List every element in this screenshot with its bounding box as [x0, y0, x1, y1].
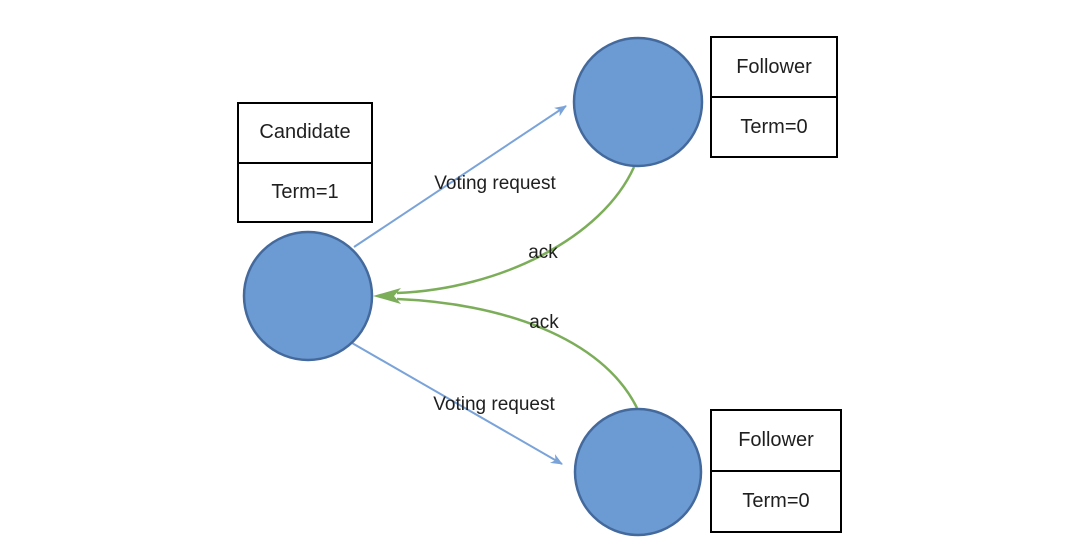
ack-label-bottom: ack — [529, 312, 559, 333]
candidate-node-circle — [242, 230, 374, 362]
voting-request-arrow-bottom — [351, 342, 563, 465]
follower-bottom-node-circle — [573, 407, 703, 537]
candidate-term-label: Term=1 — [239, 161, 371, 222]
follower-top-role-label: Follower — [736, 55, 812, 78]
ack-arrowhead-icon — [373, 288, 401, 304]
ack-label-top: ack — [528, 242, 558, 263]
follower-bottom-role-label: Follower — [738, 429, 814, 451]
follower-top-term-label: Term=0 — [712, 96, 836, 156]
voting-request-label-top: Voting request — [434, 173, 556, 194]
follower-bottom-term-label: Term=0 — [712, 470, 840, 531]
candidate-role-label: Candidate — [259, 121, 351, 144]
follower-bottom-label-box: Follower Term=0 — [710, 409, 842, 533]
ack-arrow-from-bottom-follower — [396, 297, 639, 409]
ack-arrow-from-top-follower — [396, 166, 636, 295]
voting-request-label-bottom: Voting request — [433, 394, 555, 415]
follower-top-node-circle — [572, 36, 704, 168]
candidate-label-box: Candidate Term=1 — [237, 102, 373, 223]
voting-request-arrow-top — [353, 105, 567, 248]
follower-top-label-box: Follower Term=0 — [710, 36, 838, 158]
